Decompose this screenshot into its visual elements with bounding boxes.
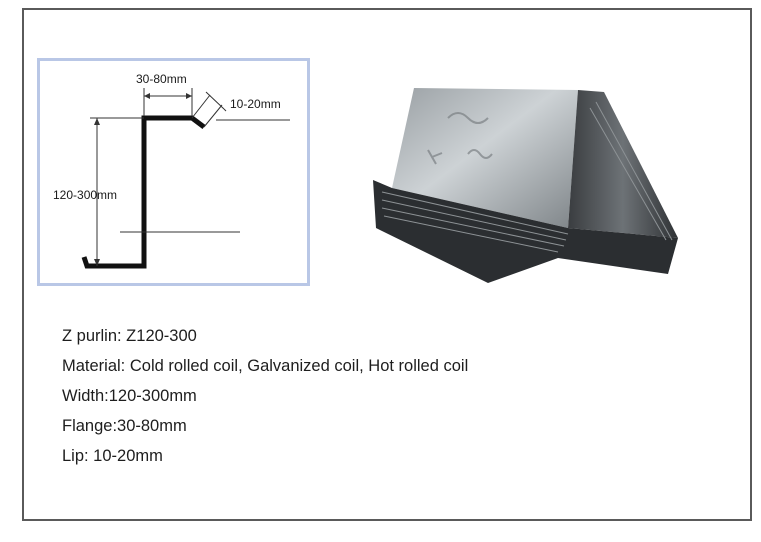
lip-extension-top — [191, 94, 211, 119]
z-profile-diagram — [81, 88, 290, 269]
spec-line-product: Z purlin: Z120-300 — [62, 327, 197, 345]
spec-list: Z purlin: Z120-300 Material: Cold rolled… — [62, 321, 468, 471]
width-arrow-top — [94, 118, 100, 125]
z-purlin-photo — [373, 88, 678, 283]
spec-line-lip: Lip: 10-20mm — [62, 447, 163, 465]
lip-dimension-line — [205, 91, 225, 110]
spec-line-width: Width:120-300mm — [62, 387, 197, 405]
profile-diagram-panel: 30-80mm 10-20mm 120-300mm — [37, 58, 310, 286]
flange-arrow-left — [144, 93, 150, 99]
lip-extension-bottom — [203, 104, 223, 128]
width-dimension-label: 120-300mm — [53, 188, 118, 202]
photo-surface-markings — [427, 112, 493, 165]
width-arrow-bottom — [94, 259, 100, 266]
spec-line-material: Material: Cold rolled coil, Galvanized c… — [62, 357, 469, 375]
lip-dimension-label: 10-20mm — [230, 97, 281, 111]
photo-stacked-edges — [381, 101, 673, 253]
lip-leader-line — [223, 108, 227, 112]
spec-line-flange: Flange:30-80mm — [62, 417, 187, 435]
flange-dimension-label: 30-80mm — [136, 72, 187, 86]
flange-arrow-right — [186, 93, 192, 99]
photo-right-flange — [568, 90, 678, 238]
z-profile-shape — [81, 115, 206, 269]
